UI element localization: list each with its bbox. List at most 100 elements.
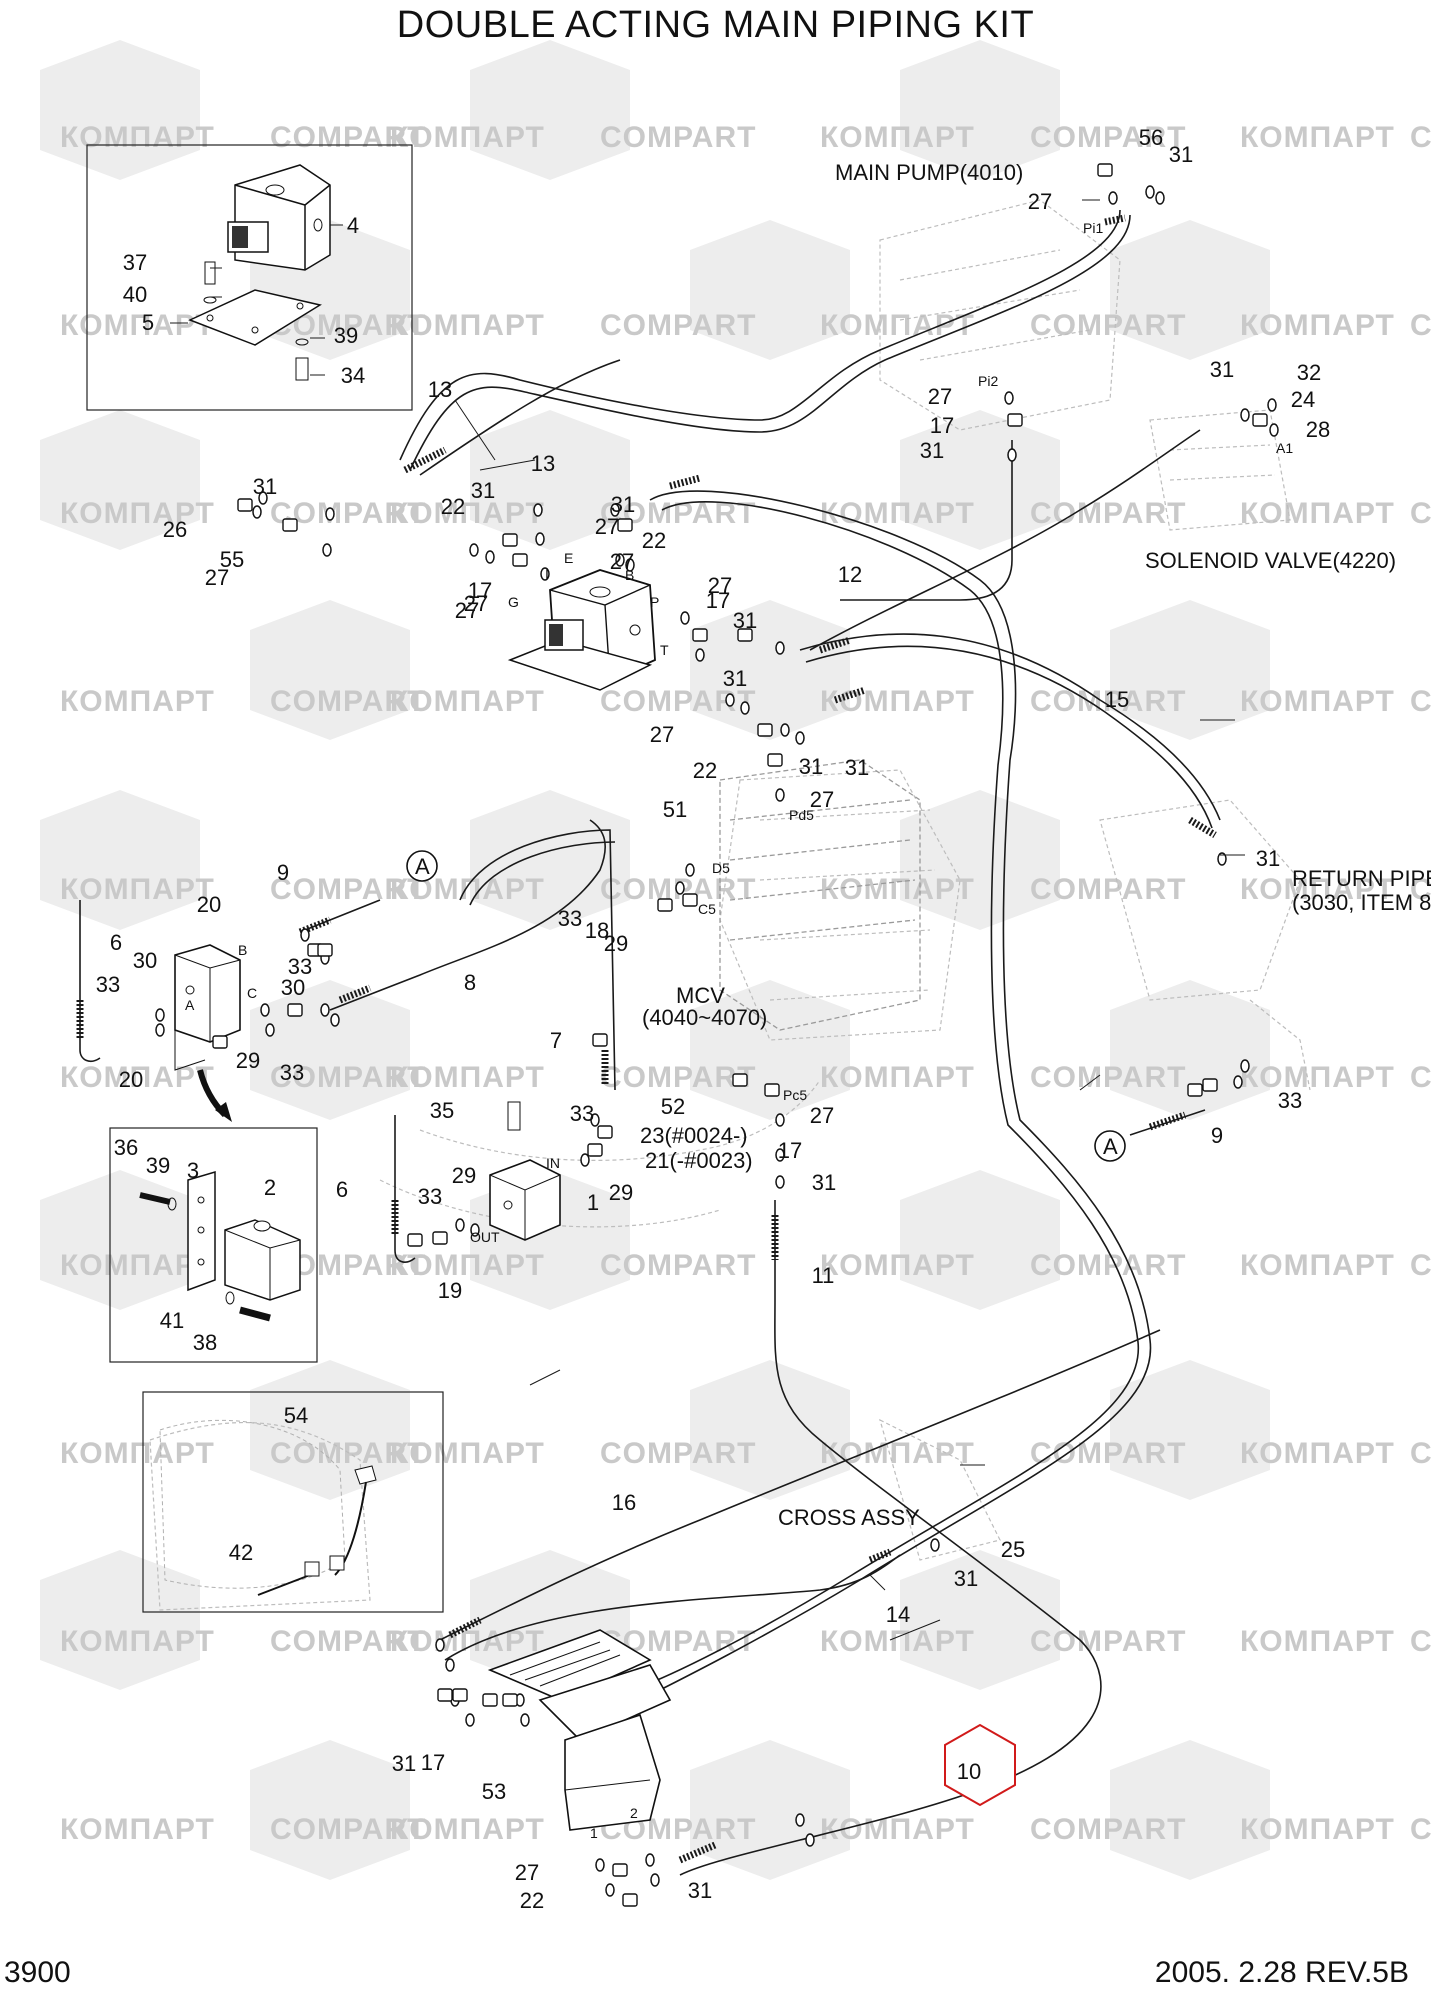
watermark-cyrillic: КОМПАРТ: [60, 873, 215, 906]
o-ring: [455, 1218, 465, 1232]
background-machine-sketch: [149, 199, 1311, 1611]
part-number-17: 17: [706, 588, 730, 613]
watermark-latin: COMPART: [1410, 1061, 1431, 1094]
o-ring: [155, 1023, 165, 1037]
hose-lines: [79, 209, 1221, 1876]
hose-fitting: [502, 533, 518, 547]
o-ring: [795, 1813, 805, 1827]
watermark-cyrillic: КОМПАРТ: [820, 1437, 975, 1470]
label-solenoid-valve: SOLENOID VALVE(4220): [1145, 548, 1396, 573]
part-number-31: 31: [1256, 846, 1280, 871]
watermark-latin: COMPART: [1030, 1813, 1186, 1846]
hose-fitting: [612, 1863, 628, 1877]
label-mcv-1: MCV: [676, 983, 725, 1008]
part-number-31: 31: [723, 666, 747, 691]
watermark-latin: COMPART: [1410, 497, 1431, 530]
part-number-51: 51: [663, 797, 687, 822]
hose-fitting: [592, 1033, 608, 1047]
o-ring: [590, 1113, 600, 1127]
hose-fitting: [512, 553, 528, 567]
part-number-27: 27: [708, 573, 732, 598]
watermark-cyrillic: КОМПАРТ: [390, 1061, 545, 1094]
o-ring: [1108, 191, 1118, 205]
part-number-27: 27: [515, 1860, 539, 1885]
o-ring: [775, 1175, 785, 1189]
part-number-39: 39: [334, 323, 358, 348]
watermark-latin: COMPART: [1030, 873, 1186, 906]
watermark-cyrillic: КОМПАРТ: [1240, 497, 1395, 530]
watermark-latin: COMPART: [270, 685, 426, 718]
watermark-cyrillic: КОМПАРТ: [390, 309, 545, 342]
revision-date: 2005. 2.28 REV.5B: [1154, 1956, 1409, 1989]
watermark-latin: COMPART: [1030, 121, 1186, 154]
part-number-13: 13: [428, 377, 452, 402]
part-number-29: 29: [604, 931, 628, 956]
watermark-cyrillic: КОМПАРТ: [390, 1625, 545, 1658]
o-ring: [520, 1713, 530, 1727]
part-number-17: 17: [421, 1750, 445, 1775]
hose-fitting: [597, 1125, 613, 1139]
watermark-cyrillic: КОМПАРТ: [820, 1249, 975, 1282]
o-ring: [325, 507, 335, 521]
part-number-27: 27: [455, 598, 479, 623]
port-label-pc5: Pc5: [783, 1087, 807, 1103]
o-ring: [330, 1013, 340, 1027]
hose-fitting: [287, 1003, 303, 1017]
hose-fitting: [502, 1693, 518, 1707]
o-ring: [470, 1223, 480, 1237]
port-label-a: A: [185, 997, 195, 1013]
pedal-valve-53: [487, 1629, 672, 1831]
watermark-latin: COMPART: [600, 1249, 756, 1282]
part-number-18: 18: [585, 918, 609, 943]
arrow-curve: [197, 1069, 232, 1122]
watermark-latin: COMPART: [1030, 1249, 1186, 1282]
part-number-31: 31: [392, 1751, 416, 1776]
part-number-22: 22: [441, 494, 465, 519]
port-label-e: E: [564, 550, 573, 566]
part-number-22: 22: [520, 1888, 544, 1913]
part-number-27: 27: [205, 565, 229, 590]
o-ring: [540, 567, 550, 581]
port-label-c: C: [247, 985, 257, 1001]
hose-fitting: [1007, 413, 1023, 427]
watermark-latin: COMPART: [270, 1061, 426, 1094]
watermark-cyrillic: КОМПАРТ: [390, 497, 545, 530]
reference-circle-a: [406, 850, 1126, 1162]
part-number-20: 20: [197, 892, 221, 917]
watermark-cyrillic: КОМПАРТ: [1240, 1249, 1395, 1282]
port-label-d5: D5: [712, 860, 730, 876]
o-ring: [1007, 448, 1017, 462]
watermark-latin: COMPART: [1410, 1437, 1431, 1470]
part-number-40: 40: [123, 282, 147, 307]
part-number-33: 33: [1278, 1088, 1302, 1113]
watermark-latin: COMPART: [1410, 1625, 1431, 1658]
page-title: DOUBLE ACTING MAIN PIPING KIT: [396, 4, 1035, 46]
watermark-latin: COMPART: [1410, 685, 1431, 718]
part-number-9: 9: [277, 860, 289, 885]
port-label-pi2: Pi2: [978, 373, 998, 389]
watermark-cyrillic: КОМПАРТ: [820, 685, 975, 718]
watermark-latin: COMPART: [1410, 1813, 1431, 1846]
part-number-17: 17: [778, 1138, 802, 1163]
o-ring: [725, 693, 735, 707]
inset-box-valve-bracket: [109, 1127, 318, 1363]
watermark-latin: COMPART: [600, 1437, 756, 1470]
page-code: 3900: [4, 1956, 71, 1989]
watermark-cyrillic: КОМПАРТ: [60, 1437, 215, 1470]
watermark-cyrillic: КОМПАРТ: [60, 121, 215, 154]
hose-fitting: [282, 518, 298, 532]
part-number-17: 17: [468, 578, 492, 603]
watermark-latin: COMPART: [1030, 1061, 1186, 1094]
o-ring: [805, 1833, 815, 1847]
part-number-5: 5: [142, 310, 154, 335]
inset-box-solenoid-block: [86, 144, 413, 411]
port-label-a1: A1: [1276, 440, 1293, 456]
o-ring: [675, 881, 685, 895]
part-number-33: 33: [280, 1060, 304, 1085]
part-number-7: 7: [550, 1028, 562, 1053]
o-ring: [1217, 852, 1227, 866]
part-number-33: 33: [418, 1184, 442, 1209]
part-number-27: 27: [595, 514, 619, 539]
